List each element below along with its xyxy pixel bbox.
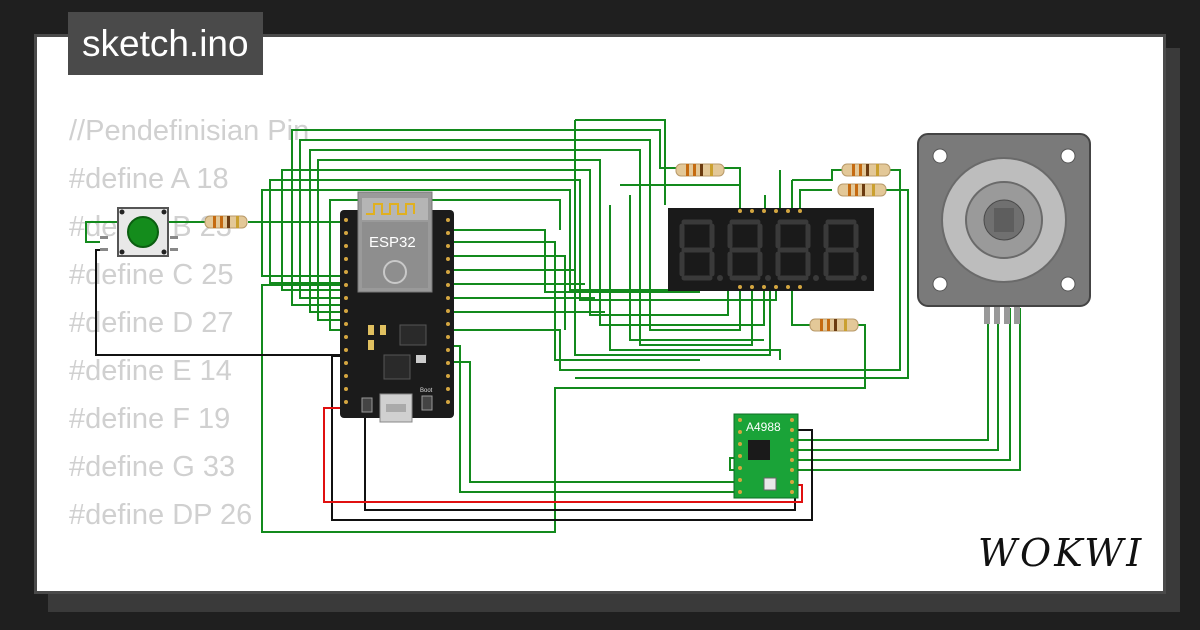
- wire: [575, 189, 909, 379]
- resistor-button: [204, 215, 248, 229]
- seven-segment-display: [668, 208, 874, 291]
- driver-label: A4988: [746, 420, 781, 434]
- wokwi-logo: WOKWI: [978, 531, 1144, 575]
- display-top-pins: [738, 209, 802, 213]
- a4988-driver: A4988: [733, 413, 799, 499]
- wire: [791, 285, 810, 326]
- wire: [795, 308, 1021, 471]
- esp32-board[interactable]: ESP32 Boot: [340, 191, 454, 423]
- wire: [446, 169, 901, 371]
- espressif-logo-icon: [383, 260, 407, 284]
- wire: [446, 361, 740, 483]
- usb-port-icon: [379, 393, 413, 423]
- file-tab[interactable]: sketch.ino: [68, 12, 263, 75]
- wire: [795, 308, 1011, 461]
- display-bottom-pins: [738, 285, 802, 289]
- resistor-top-display: [675, 163, 725, 177]
- driver-pins: [738, 418, 794, 494]
- code-line: #define A 18: [69, 163, 229, 195]
- wire: [792, 169, 842, 181]
- code-line: #define D 27: [69, 307, 234, 339]
- resistor-right-1: [841, 163, 891, 177]
- boot-label: Boot: [420, 388, 433, 394]
- wire: [281, 169, 729, 316]
- wokwi-logo-text: WOKWI: [978, 531, 1144, 575]
- esp32-label: ESP32: [369, 234, 416, 251]
- code-line: #define G 33: [69, 451, 236, 483]
- wire: [795, 308, 989, 441]
- code-line: #define F 19: [69, 403, 231, 435]
- stepper-motor: [917, 133, 1091, 324]
- digit-1: [679, 219, 715, 281]
- wire: [309, 149, 753, 346]
- resistor-bottom-display: [809, 318, 859, 332]
- digit-2: [727, 219, 763, 281]
- wires-green: [85, 119, 1021, 533]
- wire: [629, 195, 764, 341]
- wire: [331, 355, 813, 521]
- wire: [574, 120, 771, 356]
- wire: [317, 159, 765, 326]
- wire: [291, 129, 676, 306]
- digit-3: [775, 219, 811, 281]
- wire: [261, 284, 866, 533]
- code-line: #define C 25: [69, 259, 234, 291]
- wire: [329, 199, 561, 331]
- antenna-trace: [366, 203, 415, 215]
- wire: [609, 205, 781, 360]
- wire: [323, 407, 803, 503]
- code-line: #define E 14: [69, 355, 232, 387]
- wire: [95, 249, 345, 356]
- resistor-right-2: [837, 183, 887, 197]
- wire: [575, 119, 666, 205]
- code-line: #define DP 26: [69, 499, 253, 531]
- left-header-pins: [344, 218, 348, 404]
- wire: [85, 221, 118, 243]
- digit-4: [823, 219, 859, 281]
- wire: [269, 179, 777, 301]
- display-digits: [679, 219, 859, 281]
- code-preview: //Pendefinisian Pin#define A 18#define B…: [69, 107, 309, 591]
- wire: [446, 345, 740, 493]
- right-header-pins: [446, 218, 450, 404]
- boot-button: [421, 395, 433, 411]
- push-button[interactable]: [100, 207, 178, 257]
- button-cap: [127, 216, 159, 248]
- wire: [446, 255, 566, 330]
- wire: [799, 189, 832, 210]
- wire: [446, 229, 700, 293]
- decimal-points: [717, 275, 867, 281]
- wires-red: [323, 407, 803, 503]
- wire: [795, 308, 999, 451]
- wire: [446, 241, 700, 361]
- wire: [299, 139, 741, 331]
- wire: [724, 167, 741, 210]
